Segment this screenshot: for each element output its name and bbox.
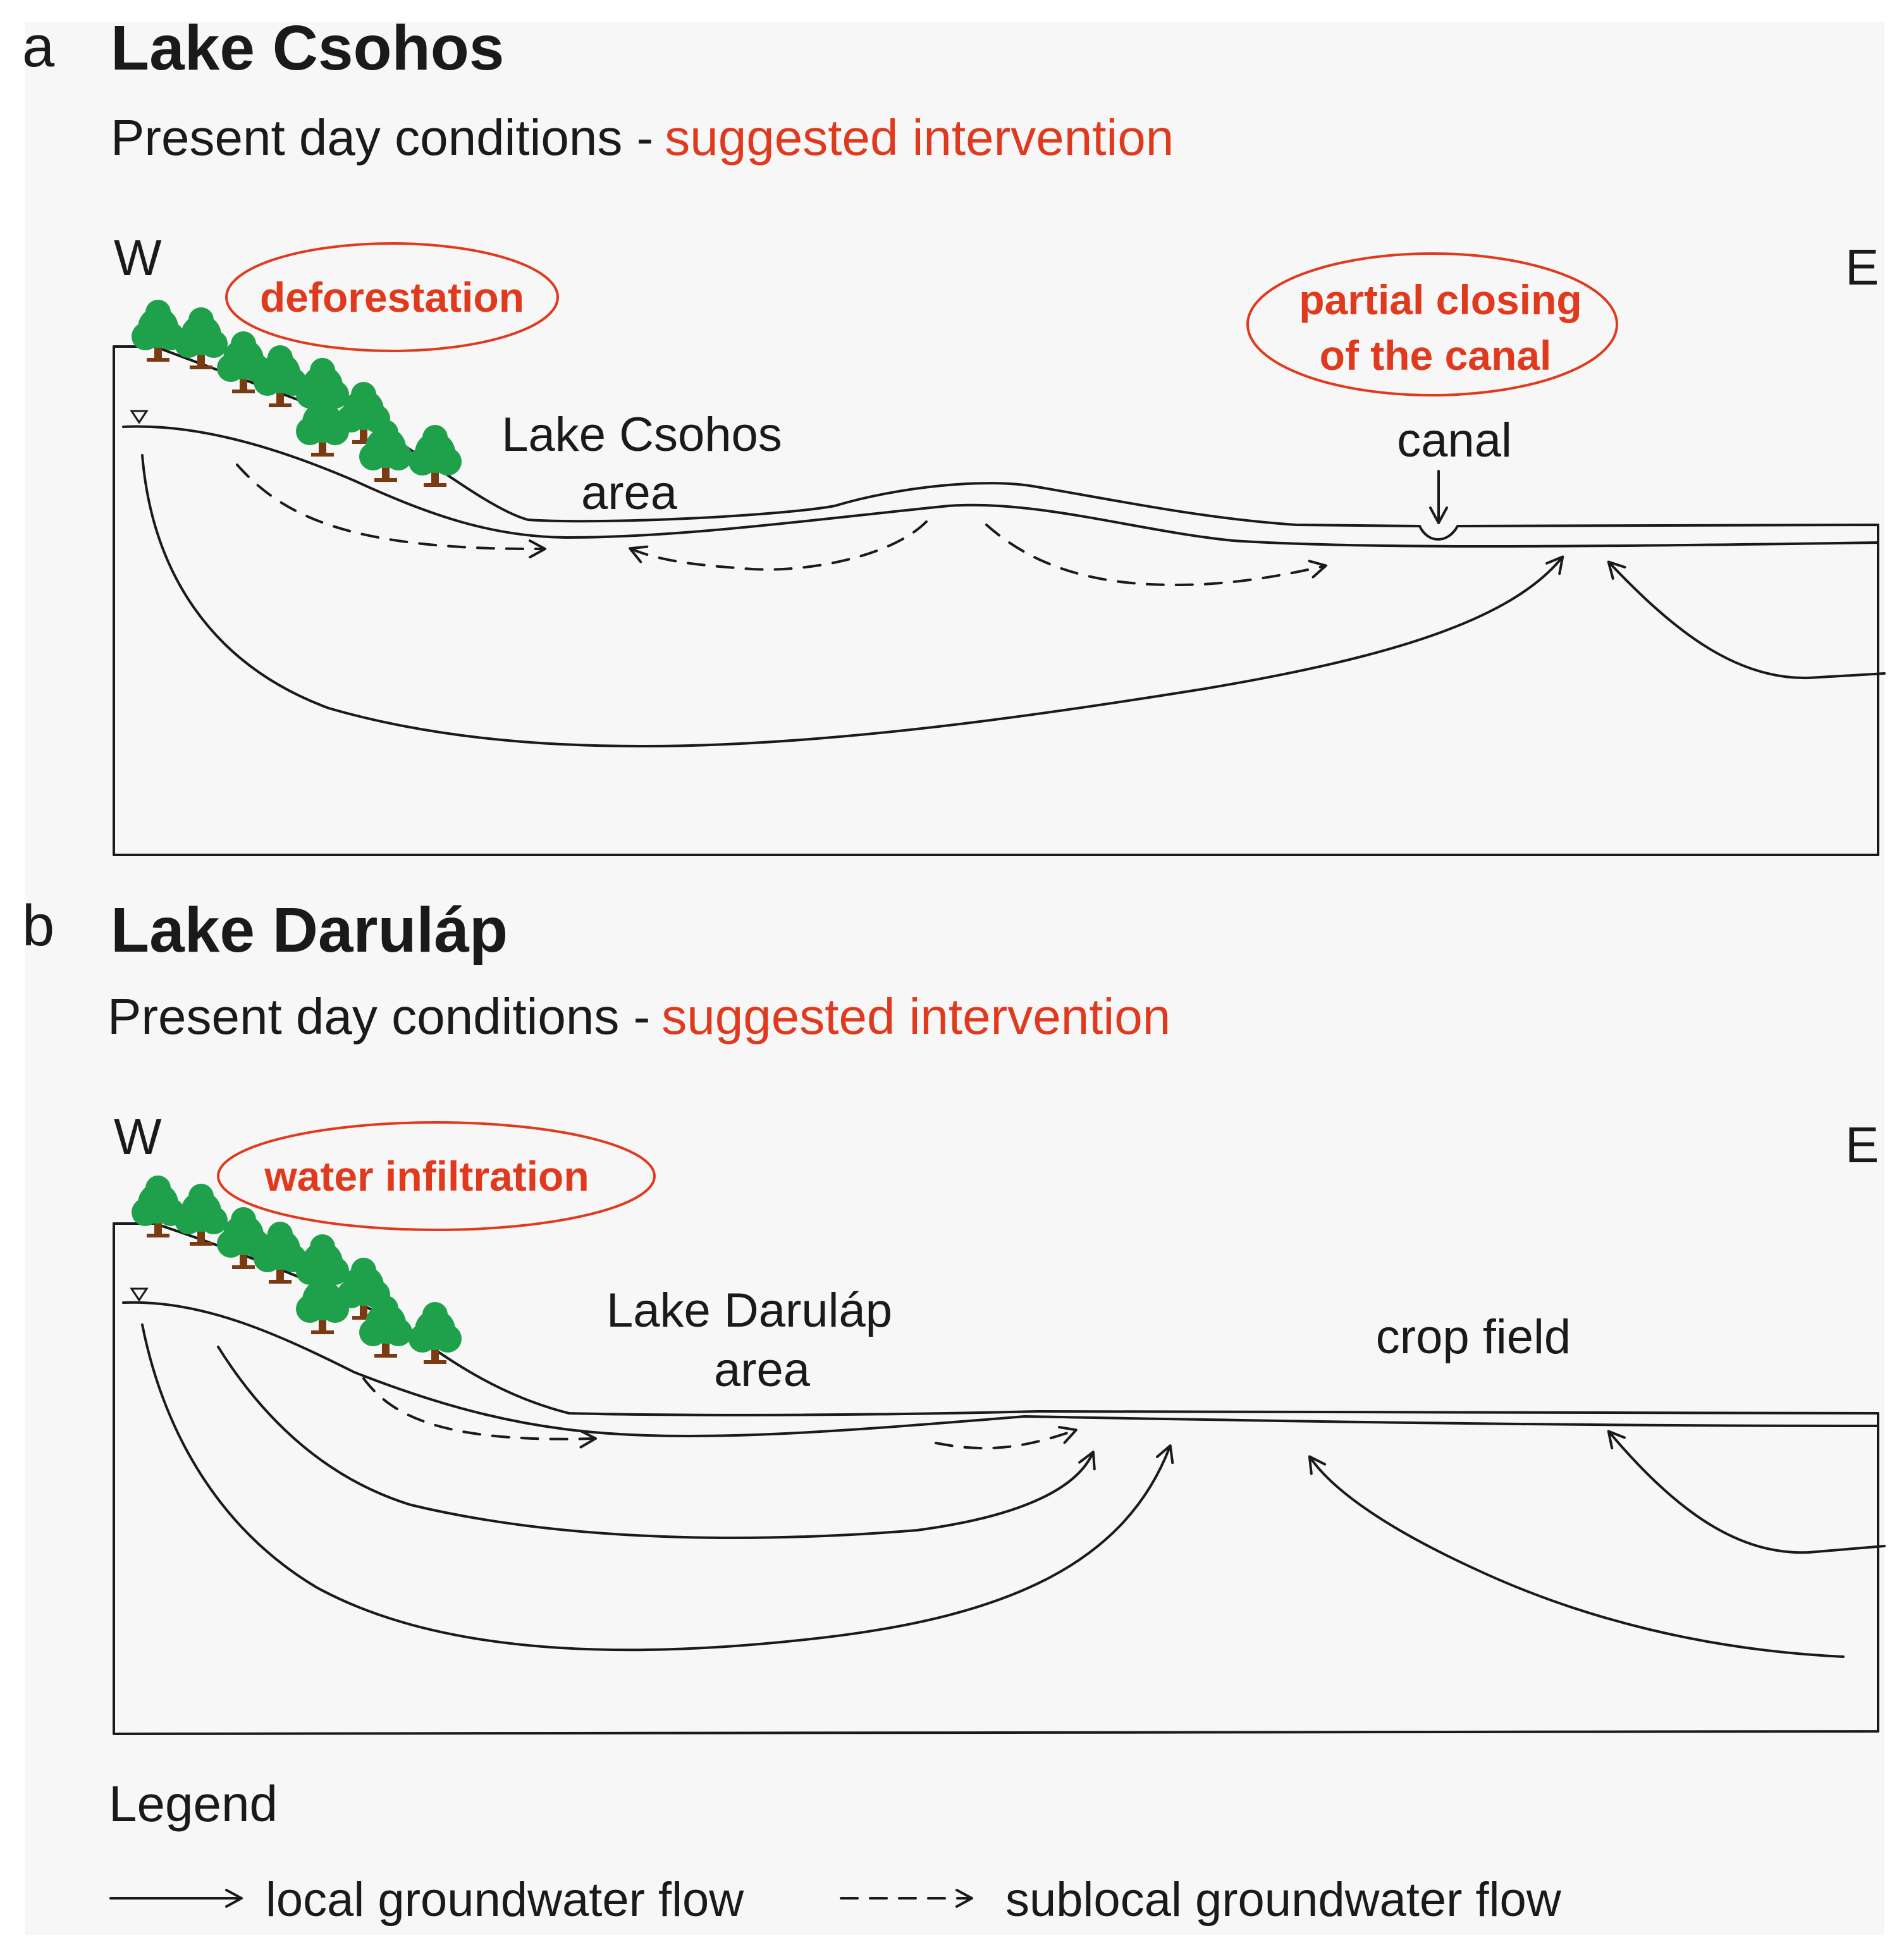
figure-background	[25, 22, 1884, 1935]
lake-darulap-area-label-line1: Lake Daruláp	[606, 1284, 892, 1337]
legend-local-flow-label: local groundwater flow	[266, 1873, 744, 1927]
canal-closing-label-line2: of the canal	[1320, 332, 1552, 379]
panel-a: a Lake Csohos Present day conditions -su…	[22, 13, 1886, 856]
panel-b-subtitle: Present day conditions -suggested interv…	[107, 988, 1170, 1045]
panel-a-subtitle-prefix: Present day conditions -	[111, 109, 653, 166]
panel-b-west-label: W	[114, 1108, 162, 1165]
lake-darulap-area-label-line2: area	[714, 1343, 811, 1397]
panel-a-water-table	[122, 425, 1879, 548]
panel-a-water-table-symbol	[130, 410, 149, 424]
panel-b-east-label: E	[1845, 1117, 1879, 1173]
panel-a-subtitle-highlight: suggested intervention	[665, 109, 1174, 166]
panel-b-subtitle-highlight: suggested intervention	[661, 988, 1170, 1045]
water-infiltration-label: water infiltration	[264, 1153, 589, 1200]
panel-b-water-table-symbol	[130, 1287, 149, 1302]
panel-b-letter: b	[22, 893, 54, 958]
panel-a-sublocal-flow-1	[236, 464, 546, 559]
panel-b-title: Lake Daruláp	[111, 895, 508, 966]
panel-a-sublocal-flow-2	[629, 520, 928, 571]
panel-b-local-flow-east	[1607, 1430, 1886, 1554]
legend-title: Legend	[109, 1776, 278, 1832]
panel-b-local-flow-2	[217, 1346, 1096, 1539]
panel-a-sublocal-flow-3	[985, 524, 1327, 587]
panel-a-subtitle: Present day conditions -suggested interv…	[111, 109, 1174, 166]
panel-a-title: Lake Csohos	[111, 13, 504, 83]
panel-b-sublocal-flow-1	[362, 1377, 597, 1449]
panel-a-east-label: E	[1845, 239, 1879, 295]
panel-a-local-flow-main	[141, 454, 1564, 748]
panel-b-ground-surface	[113, 1222, 1879, 1429]
panel-b-sublocal-flow-2	[935, 1425, 1078, 1450]
canal-label: canal	[1397, 414, 1512, 467]
panel-a-letter: a	[22, 15, 55, 79]
deforestation-label: deforestation	[260, 274, 524, 321]
legend: Legend local groundwater flow sublocal g…	[109, 1776, 1562, 1927]
legend-sublocal-flow-label: sublocal groundwater flow	[1005, 1873, 1562, 1927]
panel-b-local-flow-3	[1308, 1455, 1845, 1658]
lake-csohos-area-label-line2: area	[581, 466, 678, 520]
panel-b: b Lake Daruláp Present day conditions -s…	[22, 893, 1886, 1735]
panel-a-local-flow-east	[1607, 560, 1886, 680]
canal-closing-ellipse	[1246, 252, 1618, 396]
canal-closing-label-line1: partial closing	[1299, 276, 1582, 323]
lake-csohos-area-label-line1: Lake Csohos	[501, 408, 782, 462]
panel-a-west-label: W	[114, 230, 162, 286]
panel-a-section-frame	[113, 345, 1879, 856]
deforestation-ellipse	[225, 242, 559, 352]
panel-b-section-frame	[113, 1222, 1879, 1735]
panel-b-subtitle-prefix: Present day conditions -	[107, 988, 650, 1045]
panel-b-local-flow-1	[141, 1323, 1174, 1652]
panel-b-water-table	[122, 1301, 1879, 1438]
crop-field-label: crop field	[1376, 1310, 1571, 1364]
water-infiltration-ellipse	[217, 1121, 656, 1231]
